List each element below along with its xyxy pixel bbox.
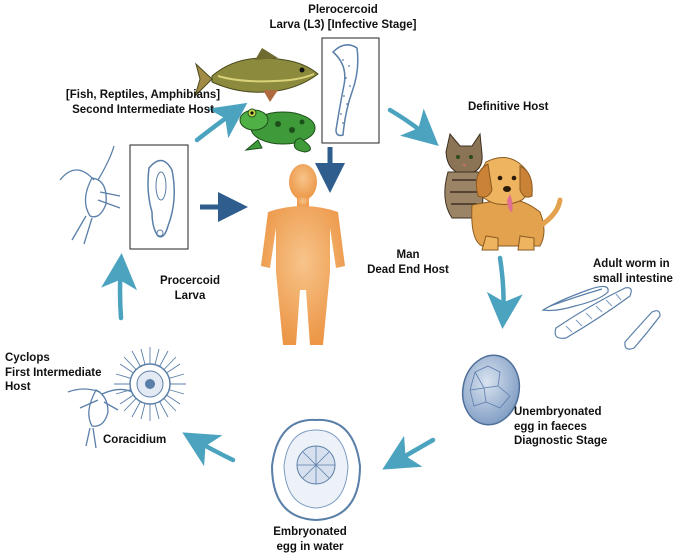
coracidium-illustration <box>114 347 186 421</box>
arrow-plerocercoid-to-definitive <box>387 107 439 146</box>
arrow-embryonated-to-coracidium <box>182 432 236 467</box>
arrow-cyclops-to-procercoid <box>101 253 138 321</box>
dog-illustration <box>471 157 563 251</box>
adult-worm-illustration <box>541 285 661 350</box>
cyclops-illustration-upper <box>59 145 121 245</box>
man-label: Man Dead End Host <box>367 249 449 276</box>
cat-and-dog-illustration <box>444 132 563 251</box>
cycle-arrows <box>101 102 523 470</box>
adult-worm-label: Adult worm in small intestine <box>593 258 673 285</box>
coracidium-label: Coracidium <box>103 434 167 446</box>
fish-illustration <box>194 48 319 102</box>
plerocercoid-larva-box <box>321 37 380 144</box>
arrow-egg-to-embryonated <box>382 435 436 470</box>
embryonated-egg-label: Embryonated egg in water <box>273 526 347 553</box>
plerocercoid-label: Plerocercoid Larva (L3) [Infective Stage… <box>269 4 417 31</box>
second-intermediate-host-label: [Fish, Reptiles, Amphibians] Second Inte… <box>65 89 221 116</box>
unembryonated-egg-label: Unembryonated egg in faeces Diagnostic S… <box>514 406 608 448</box>
definitive-host-label: Definitive Host <box>468 101 549 113</box>
procercoid-larva-box <box>129 144 189 250</box>
cyclops-illustration-lower <box>67 388 133 449</box>
procercoid-label: Procercoid Larva <box>159 275 221 302</box>
human-silhouette <box>261 164 345 345</box>
frog-illustration <box>239 108 316 153</box>
unembryonated-egg-illustration <box>461 354 521 426</box>
cyclops-label: Cyclops First Intermediate Host <box>5 352 102 394</box>
dark-arrows <box>200 147 345 222</box>
arrow-definitive-to-adult <box>486 255 523 329</box>
arrow-second-host-to-plerocercoid <box>194 102 248 143</box>
embryonated-egg-illustration <box>270 418 362 522</box>
